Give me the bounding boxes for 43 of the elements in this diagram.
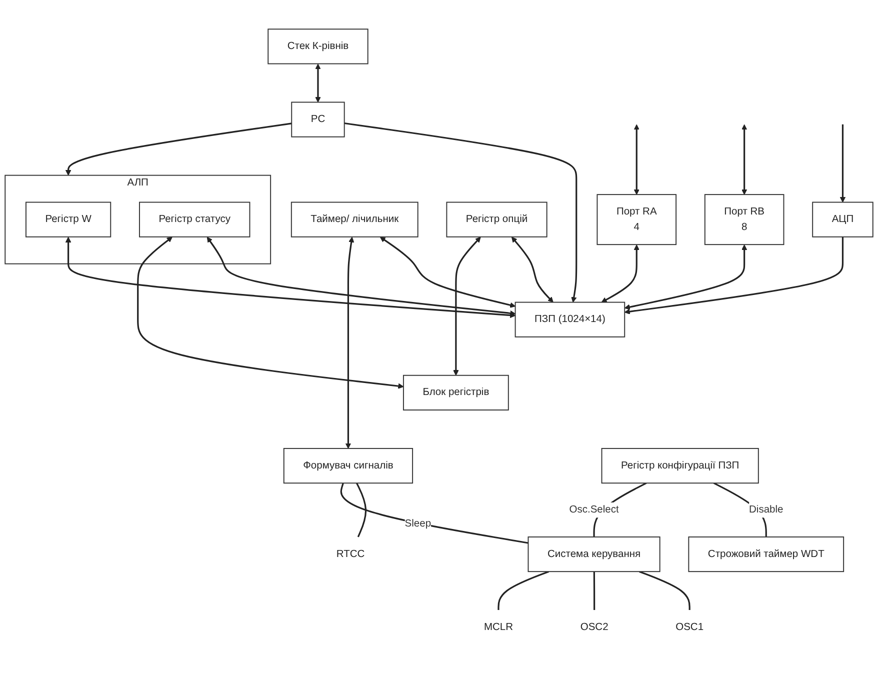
connector [498, 570, 550, 610]
arrow [344, 122, 578, 302]
node-box: Строжовий таймер WDT [688, 536, 844, 572]
node-box: Система керування [528, 536, 660, 572]
node-box: Порт RB 8 [704, 194, 784, 245]
connector [593, 571, 596, 610]
node-box: Таймер/ лічильник [290, 201, 418, 237]
node-box: PC [291, 101, 345, 137]
arrow [345, 236, 354, 448]
node-box: АЦП [812, 201, 874, 237]
arrow [380, 236, 516, 308]
node-text: MCLR [484, 621, 514, 632]
node-box: Блок регістрів [402, 374, 509, 410]
arrow [511, 236, 554, 302]
edge-label: Sleep [404, 518, 432, 529]
arrow [601, 244, 640, 302]
connector [639, 570, 690, 610]
node-text: RTCC [336, 548, 365, 559]
node-box: ПЗП (1024×14) [514, 301, 626, 337]
node-box: Порт RA 4 [596, 194, 677, 245]
node-box: Регістр W [26, 201, 112, 237]
arrow [65, 236, 516, 318]
arrow [624, 244, 748, 310]
node-text: OSC2 [580, 621, 608, 632]
edge-label: Osc.Select [569, 504, 619, 515]
arrow [315, 63, 321, 102]
node-box: Регістр статусу [139, 201, 250, 237]
arrow [206, 236, 516, 316]
arrow [742, 124, 748, 194]
node-box: Формувач сигналів [283, 448, 414, 484]
arrow [137, 236, 404, 388]
arrow [65, 122, 292, 176]
arrow [624, 236, 844, 314]
connector [340, 482, 528, 544]
connector [356, 482, 367, 537]
edge-label: Disable [749, 504, 784, 515]
node-box: Регістр конфігурації ПЗП [601, 448, 759, 484]
arrow [840, 124, 846, 202]
node-box: Регістр опцій [446, 201, 548, 237]
arrow [453, 236, 481, 376]
node-text: OSC1 [676, 621, 704, 632]
node-box: Стек К-рівнів [268, 28, 368, 64]
arrow [634, 124, 640, 194]
